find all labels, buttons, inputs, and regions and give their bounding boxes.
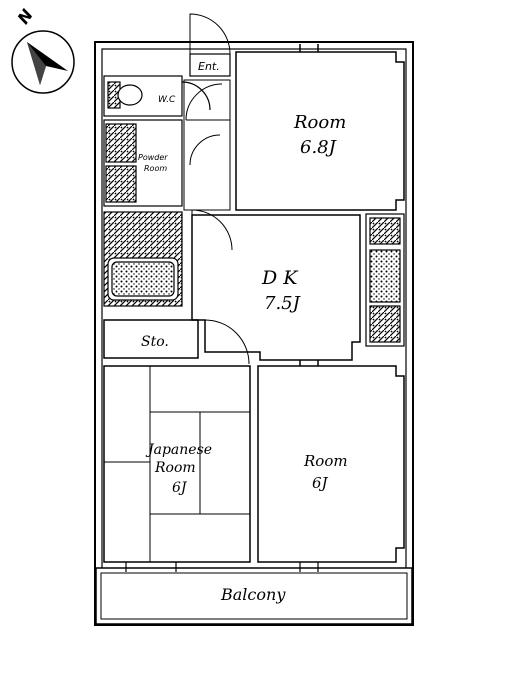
window-ticks	[125, 562, 319, 572]
storage	[103, 319, 199, 359]
japanese-room-line1: Japanese	[145, 442, 212, 458]
powder-room-line2: Room	[144, 164, 167, 173]
entrance-name: Ent.	[198, 60, 220, 73]
room-lower	[257, 360, 405, 563]
entrance	[189, 13, 231, 77]
bathroom	[103, 211, 183, 307]
wc	[103, 75, 211, 117]
japanese-room-size: 6J	[172, 480, 188, 496]
balcony-name: Balcony	[220, 585, 286, 604]
hall-closets	[183, 79, 231, 211]
balcony	[95, 567, 413, 625]
japanese-room-line2: Room	[154, 460, 196, 476]
dk-room	[191, 209, 361, 365]
storage-name: Sto.	[141, 334, 169, 350]
powder-room	[103, 119, 183, 207]
room-upper-name: Room	[293, 112, 346, 133]
room-lower-name: Room	[303, 452, 348, 470]
japanese-room	[103, 365, 251, 563]
compass-icon: N	[11, 5, 75, 94]
room-lower-size: 6J	[312, 474, 329, 492]
dk-name: D K	[261, 267, 299, 289]
dk-size: 7.5J	[264, 293, 302, 314]
kitchen-counter	[365, 213, 405, 347]
wc-name: W.C	[158, 95, 176, 105]
powder-room-line1: Powder	[138, 153, 168, 162]
north-letter: N	[14, 5, 38, 27]
room-upper-size: 6.8J	[300, 137, 338, 158]
room-upper	[235, 44, 405, 211]
